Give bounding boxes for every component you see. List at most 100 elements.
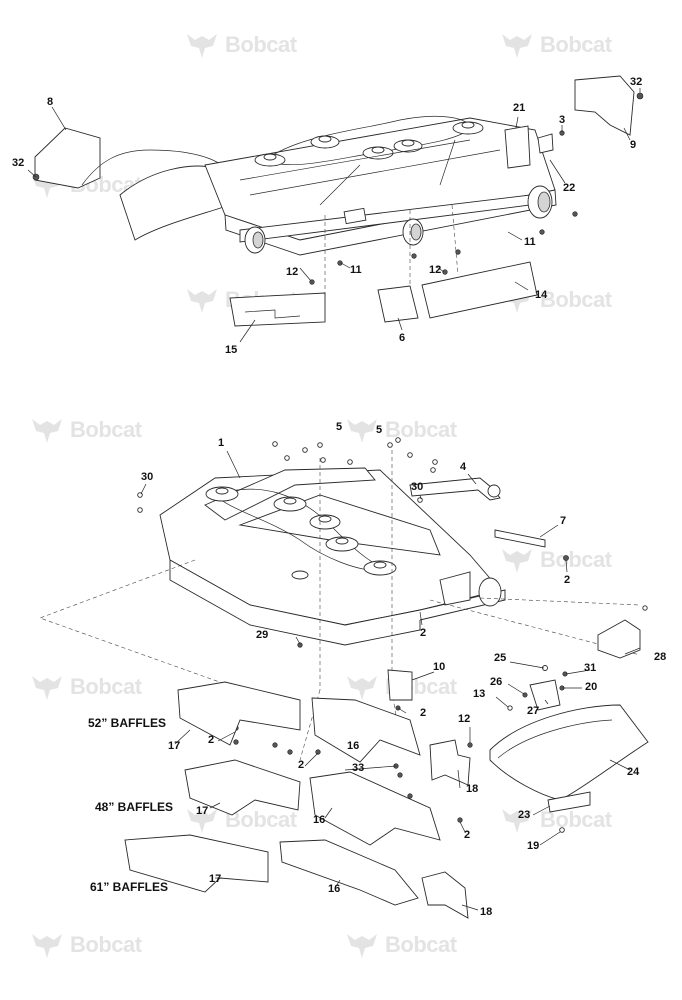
- callout-11: 11: [524, 236, 536, 248]
- rod-part-7: [494, 529, 546, 548]
- callout-8: 8: [47, 96, 54, 108]
- callout-17: 17: [209, 873, 222, 885]
- lift-arm-part-4: [409, 477, 501, 501]
- callout-9: 9: [630, 139, 637, 151]
- callout-29: 29: [256, 629, 269, 641]
- callout-6: 6: [399, 332, 406, 344]
- callout-11: 11: [350, 264, 362, 276]
- pulley-hub: [263, 153, 277, 161]
- bobcat-logo-icon: [32, 934, 62, 958]
- callout-30: 30: [141, 471, 154, 483]
- callout-12: 12: [429, 264, 442, 276]
- baffle-plate-part-6: [377, 285, 419, 323]
- bobcat-logo-icon: [502, 34, 532, 58]
- baffle-48-part-17: [184, 759, 301, 816]
- callout-17: 17: [196, 805, 209, 817]
- callout-24: 24: [627, 766, 640, 778]
- baffle-52-part-16: [311, 697, 421, 763]
- callout-4: 4: [460, 461, 467, 473]
- bracket-part-28: [597, 619, 641, 659]
- watermark-text: Bobcat: [540, 287, 612, 312]
- anti-scalp-wheel: [478, 577, 502, 607]
- callout-28: 28: [654, 651, 667, 663]
- bobcat-logo-icon: [187, 809, 217, 833]
- chute-hinge-part-23: [547, 791, 591, 813]
- callout-2: 2: [208, 734, 215, 746]
- callout-22: 22: [563, 182, 576, 194]
- side-shield-part-8: [34, 127, 101, 189]
- pulley-hub: [461, 121, 475, 129]
- bobcat-logo-icon: [32, 676, 62, 700]
- group-label-61-baffles: 61” BAFFLES: [90, 880, 169, 894]
- baffle-48-part-16: [309, 771, 441, 846]
- callout-26: 26: [490, 676, 503, 688]
- callout-32: 32: [12, 157, 25, 169]
- baffle-61-part-17: [124, 834, 269, 893]
- bobcat-logo-icon: [187, 289, 217, 313]
- watermark-text: Bobcat: [70, 417, 142, 442]
- pulley-hub: [401, 139, 415, 147]
- upper-deck-assembly: [27, 75, 644, 343]
- callout-13: 13: [473, 688, 486, 700]
- bobcat-watermark: Bobcat: [185, 30, 297, 60]
- baffle-part-18: [429, 739, 471, 786]
- bobcat-logo-icon: [347, 676, 377, 700]
- watermark-text: Bobcat: [70, 932, 142, 957]
- callout-15: 15: [225, 344, 238, 356]
- callout-5: 5: [336, 421, 343, 433]
- callout-16: 16: [313, 814, 326, 826]
- side-shield-part-9: [574, 75, 635, 136]
- lower-deck-assembly: [39, 437, 649, 919]
- callout-2: 2: [564, 574, 571, 586]
- baffle-plate-part-14: [421, 261, 538, 319]
- bobcat-logo-icon: [187, 34, 217, 58]
- watermark-text: Bobcat: [385, 932, 457, 957]
- callout-2: 2: [420, 707, 427, 719]
- callout-12: 12: [286, 266, 299, 278]
- bobcat-watermark: Bobcat: [500, 545, 612, 575]
- bobcat-watermark: Bobcat: [345, 415, 457, 445]
- bobcat-logo-icon: [32, 419, 62, 443]
- bobcat-watermark: Bobcat: [30, 672, 142, 702]
- callout-21: 21: [513, 102, 526, 114]
- bobcat-watermark: Bobcat: [345, 930, 457, 960]
- callout-10: 10: [433, 661, 446, 673]
- callout-18: 18: [480, 906, 493, 918]
- baffle-part-18: [421, 871, 469, 919]
- bobcat-logo-icon: [347, 934, 377, 958]
- discharge-chute-part-24: [489, 704, 649, 801]
- callout-2: 2: [298, 759, 305, 771]
- group-label-52-baffles: 52” BAFFLES: [88, 716, 167, 730]
- deck-frame-arm: [204, 467, 376, 521]
- callout-18: 18: [466, 783, 479, 795]
- callout-30: 30: [411, 481, 424, 493]
- bobcat-watermark: Bobcat: [500, 30, 612, 60]
- callout-12: 12: [458, 713, 471, 725]
- callout-23: 23: [518, 809, 531, 821]
- callout-14: 14: [535, 289, 548, 301]
- watermark-text: Bobcat: [225, 32, 297, 57]
- bobcat-watermark: Bobcat: [500, 805, 612, 835]
- callout-19: 19: [527, 840, 540, 852]
- watermark-text: Bobcat: [540, 547, 612, 572]
- callout-16: 16: [347, 740, 360, 752]
- callout-5: 5: [376, 424, 383, 436]
- callout-27: 27: [527, 705, 540, 717]
- plate-part-22: [537, 133, 554, 154]
- pulley-hub: [371, 146, 385, 154]
- callout-3: 3: [559, 114, 566, 126]
- callout-7: 7: [560, 515, 567, 527]
- bobcat-logo-icon: [347, 419, 377, 443]
- watermark-text: Bobcat: [70, 674, 142, 699]
- callout-20: 20: [585, 681, 598, 693]
- deck-front-lip: [344, 589, 506, 626]
- callout-33: 33: [352, 762, 365, 774]
- callout-17: 17: [168, 740, 181, 752]
- bobcat-logo-icon: [502, 549, 532, 573]
- callout-32: 32: [630, 76, 643, 88]
- callout-2: 2: [464, 829, 471, 841]
- bobcat-watermark: Bobcat: [30, 415, 142, 445]
- bobcat-watermark: Bobcat: [30, 930, 142, 960]
